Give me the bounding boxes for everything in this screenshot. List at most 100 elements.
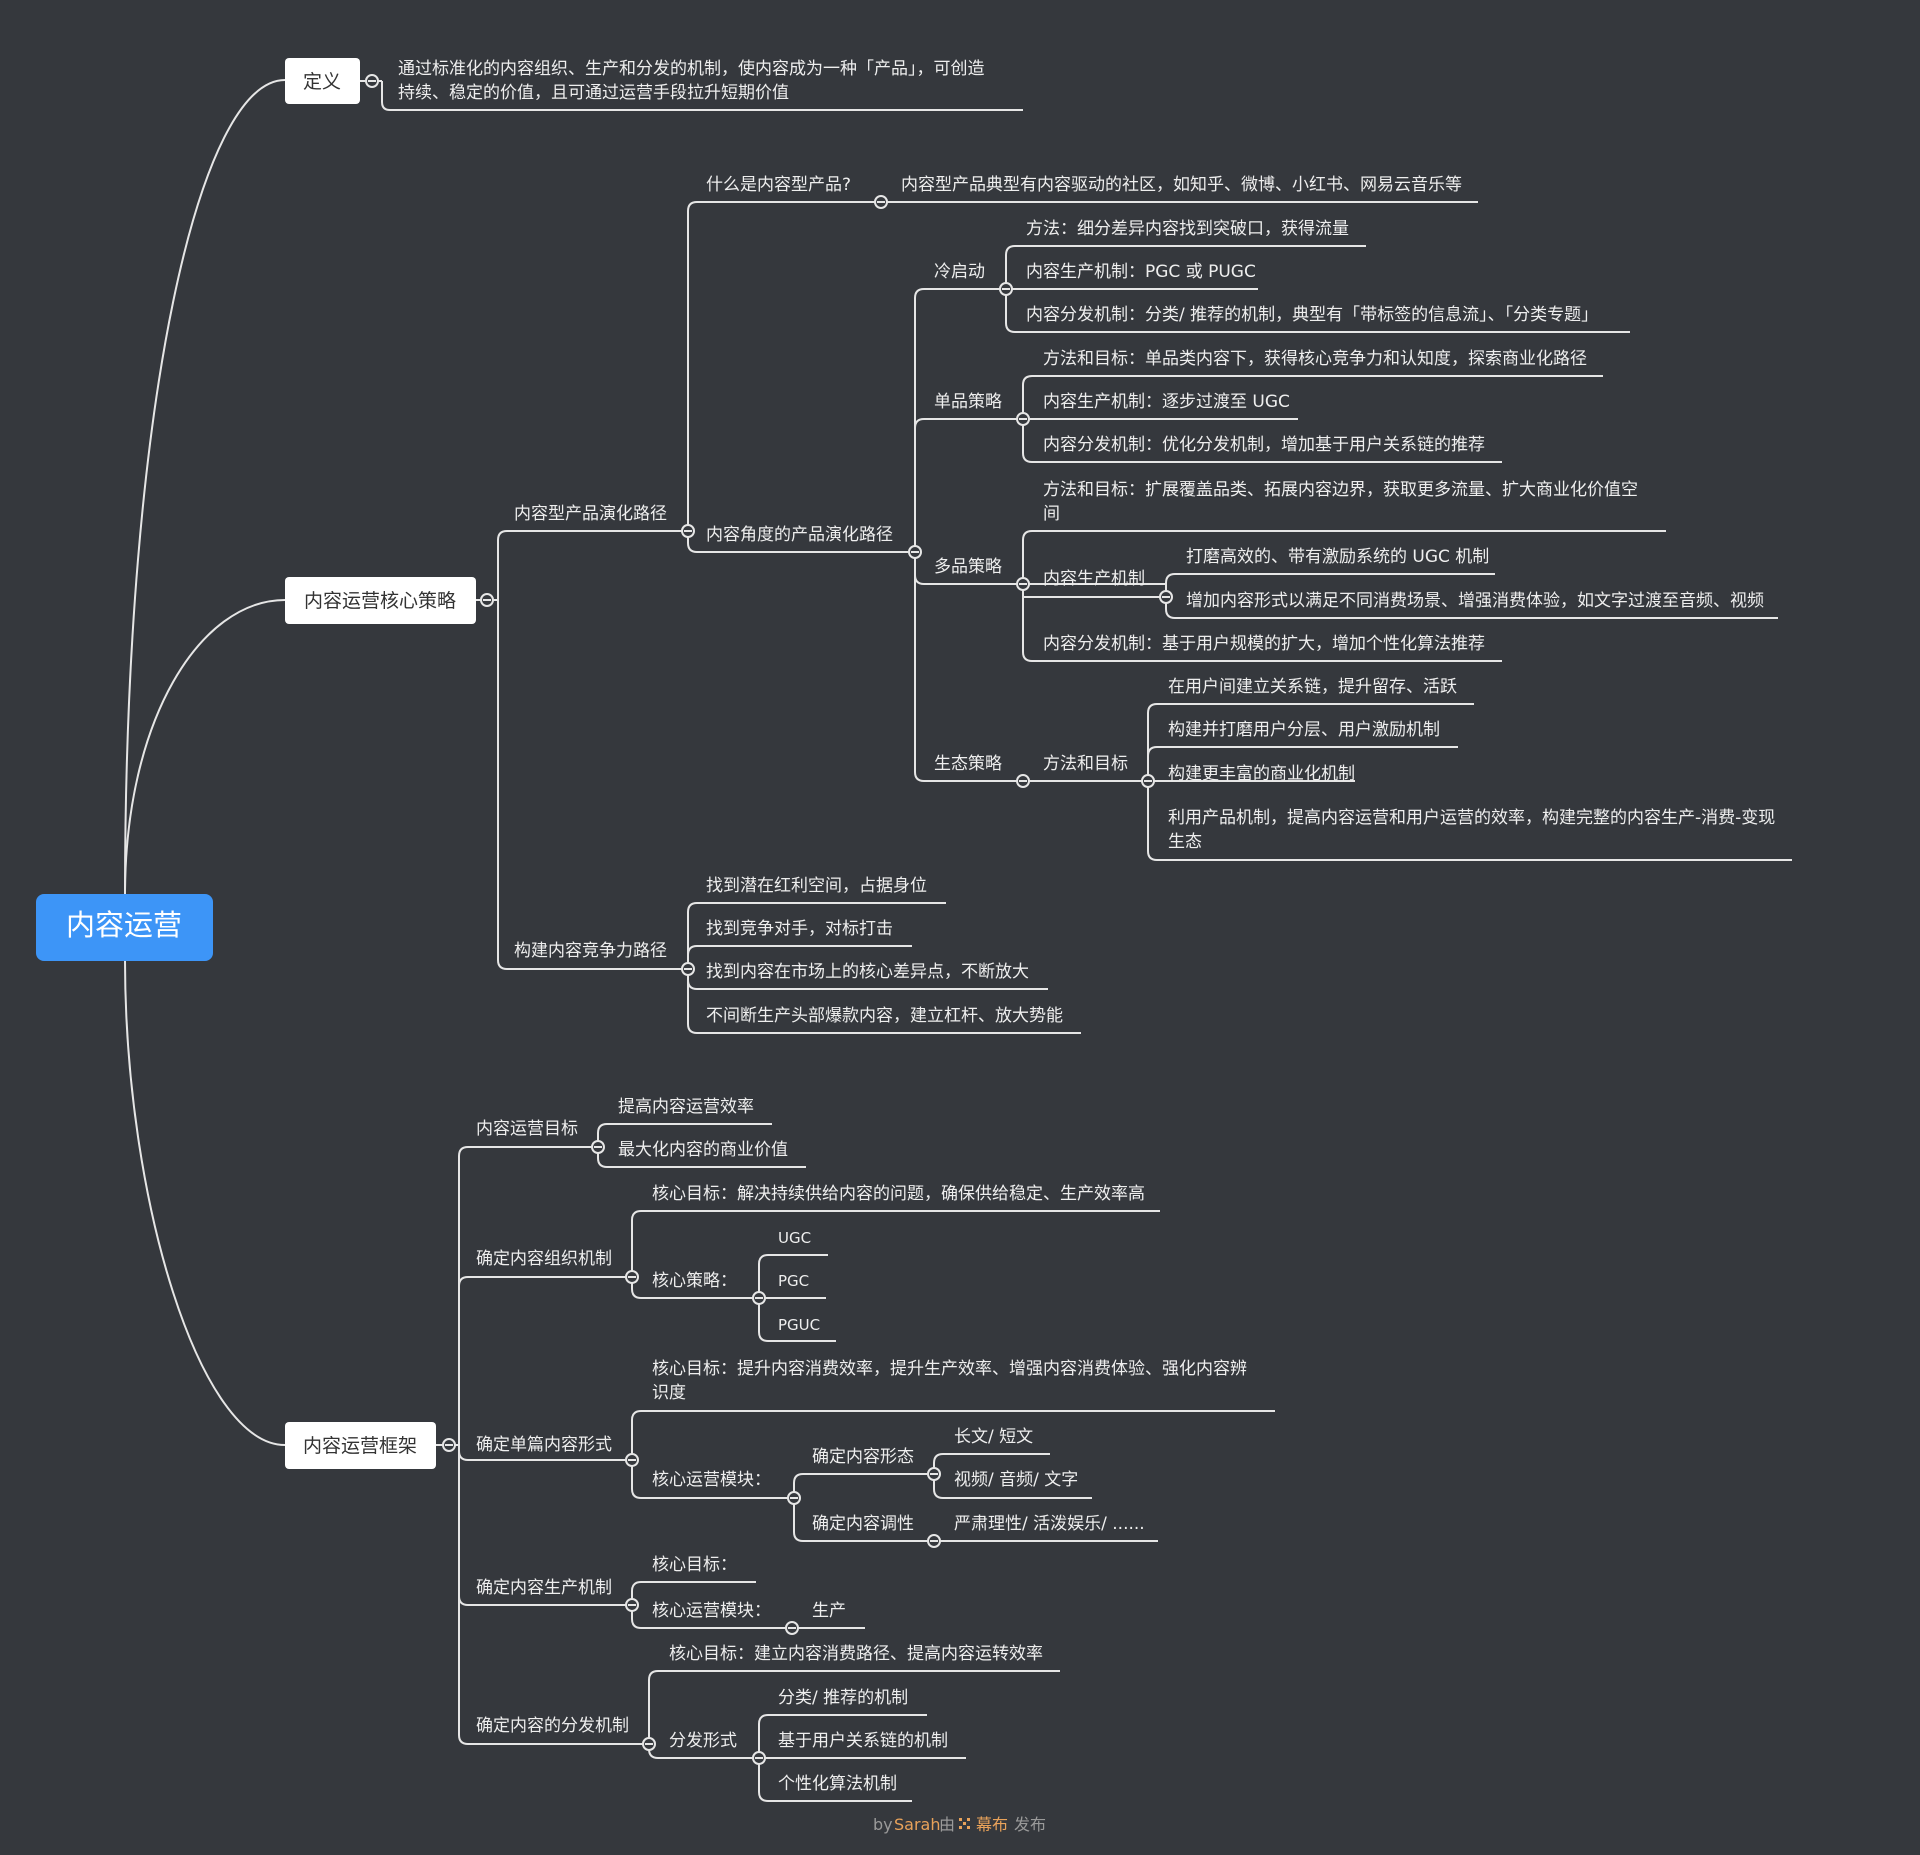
branch-single (1022, 375, 1603, 463)
goal-label: 内容运营目标 (476, 1119, 578, 1139)
compete-label: 构建内容竞争力路径 (514, 941, 667, 961)
footer-brand[interactable]: 幕布 (976, 1815, 1008, 1834)
multi-goal-line2: 间 (1043, 504, 1060, 524)
framework-node[interactable]: 内容运营框架 (285, 1422, 436, 1469)
production-module-item: 生产 (812, 1601, 846, 1621)
collapse-toggle[interactable] (927, 1467, 941, 1481)
distribution-item: 基于用户关系链的机制 (778, 1731, 948, 1751)
goal-item: 提高内容运营效率 (618, 1097, 754, 1117)
collapse-toggle[interactable] (874, 195, 888, 209)
collapse-toggle[interactable] (625, 1453, 639, 1467)
compete-item: 找到内容在市场上的核心差异点，不断放大 (706, 962, 1029, 982)
branch-org-types (758, 1254, 836, 1342)
single-label: 单品策略 (934, 392, 1002, 412)
multi-production-label: 内容生产机制 (1043, 569, 1145, 589)
collapse-toggle[interactable] (681, 962, 695, 976)
footer-action: 发布 (1014, 1815, 1046, 1834)
what-label: 什么是内容型产品? (706, 175, 851, 195)
collapse-toggle[interactable] (1016, 774, 1030, 788)
single-item: 方法和目标：单品类内容下，获得核心竞争力和认知度，探索商业化路径 (1043, 349, 1587, 369)
distribution-item: 分类/ 推荐的机制 (778, 1688, 908, 1708)
branch-production (631, 1581, 792, 1629)
eco-item-last-line2: 生态 (1168, 832, 1202, 852)
collapse-toggle[interactable] (752, 1291, 766, 1305)
collapse-toggle[interactable] (681, 524, 695, 538)
collapse-toggle[interactable] (1016, 412, 1030, 426)
collapse-toggle[interactable] (365, 74, 379, 88)
tone-item: 严肃理性/ 活泼娱乐/ ...... (954, 1514, 1145, 1534)
collapse-toggle[interactable] (442, 1438, 456, 1452)
eco-label: 生态策略 (934, 754, 1002, 774)
footer: by Sarah 由 幕布 发布 (873, 1815, 1046, 1834)
org-type: PGUC (778, 1316, 820, 1334)
branch-form (631, 1410, 1275, 1499)
multi-production-item: 增加内容形式以满足不同消费场景、增强消费体验，如文字过渡至音频、视频 (1186, 591, 1764, 611)
compete-item: 不间断生产头部爆款内容，建立杠杆、放大势能 (706, 1006, 1063, 1026)
angle-label: 内容角度的产品演化路径 (706, 525, 893, 545)
single-item: 内容生产机制：逐步过渡至 UGC (1043, 392, 1290, 412)
collapse-toggle[interactable] (480, 593, 494, 607)
form-core-goal-line2: 识度 (652, 1383, 686, 1403)
production-core-goal: 核心目标： (652, 1555, 737, 1575)
collapse-toggle[interactable] (1141, 774, 1155, 788)
eco-item: 构建更丰富的商业化机制 (1168, 764, 1355, 784)
footer-via: 由 (939, 1815, 955, 1834)
edge-root-definition (124, 79, 286, 896)
form-core-goal-line1: 核心目标：提升内容消费效率，提升生产效率、增强内容消费体验、强化内容辨 (652, 1359, 1247, 1379)
shape-label: 确定内容形态 (812, 1447, 914, 1467)
root-label: 内容运营 (66, 908, 182, 942)
collapse-toggle[interactable] (787, 1491, 801, 1505)
root-node[interactable]: 内容运营 (36, 894, 213, 961)
footer-author[interactable]: Sarah (894, 1815, 940, 1834)
multi-distribution: 内容分发机制：基于用户规模的扩大，增加个性化算法推荐 (1043, 634, 1485, 654)
branch-strategy (497, 530, 688, 970)
evolution-label: 内容型产品演化路径 (514, 504, 667, 524)
collapse-toggle[interactable] (785, 1621, 799, 1635)
shape-item: 视频/ 音频/ 文字 (954, 1470, 1078, 1490)
collapse-toggle[interactable] (642, 1737, 656, 1751)
branch-distribution-form (758, 1714, 966, 1802)
footer-by: by (873, 1815, 893, 1834)
distribution-item: 个性化算法机制 (778, 1774, 897, 1794)
branch-cold (1005, 245, 1630, 333)
definition-text-line2: 持续、稳定的价值，且可通过运营手段拉升短期价值 (398, 83, 789, 103)
strategy-node[interactable]: 内容运营核心策略 (285, 577, 476, 624)
collapse-toggle[interactable] (625, 1598, 639, 1612)
collapse-toggle[interactable] (752, 1751, 766, 1765)
org-label: 确定内容组织机制 (476, 1249, 612, 1269)
production-module: 核心运营模块： (652, 1601, 771, 1621)
branch-goal (597, 1123, 806, 1168)
framework-label: 内容运营框架 (303, 1435, 417, 1457)
cold-item: 内容生产机制：PGC 或 PUGC (1026, 262, 1256, 282)
branch-framework (458, 1146, 649, 1745)
collapse-toggle[interactable] (1159, 590, 1173, 604)
multi-production-item: 打磨高效的、带有激励系统的 UGC 机制 (1186, 547, 1489, 567)
branch-form-module (793, 1473, 934, 1542)
collapse-toggle[interactable] (908, 545, 922, 559)
production-label: 确定内容生产机制 (476, 1578, 612, 1598)
eco-item: 在用户间建立关系链，提升留存、活跃 (1168, 677, 1457, 697)
branch-compete (687, 902, 1081, 1034)
definition-node[interactable]: 定义 (285, 58, 360, 104)
distribution-core-goal: 核心目标：建立内容消费路径、提高内容运转效率 (669, 1644, 1043, 1664)
strategy-label: 内容运营核心策略 (304, 590, 456, 612)
eco-item: 构建并打磨用户分层、用户激励机制 (1168, 720, 1440, 740)
collapse-toggle[interactable] (999, 282, 1013, 296)
collapse-toggle[interactable] (625, 1270, 639, 1284)
org-type: PGC (778, 1272, 809, 1290)
org-core-strategy: 核心策略： (652, 1271, 737, 1291)
branch-shape (933, 1453, 1092, 1499)
collapse-toggle[interactable] (1016, 577, 1030, 591)
collapse-toggle[interactable] (927, 1534, 941, 1548)
multi-goal-line1: 方法和目标：扩展覆盖品类、拓展内容边界，获取更多流量、扩大商业化价值空 (1043, 480, 1638, 500)
collapse-toggle[interactable] (591, 1140, 605, 1154)
branch-multi (1022, 530, 1666, 662)
compete-item: 找到潜在红利空间，占据身位 (706, 876, 927, 896)
branch-evolution (687, 201, 915, 553)
form-label: 确定单篇内容形式 (476, 1435, 612, 1455)
single-item: 内容分发机制：优化分发机制，增加基于用户关系链的推荐 (1043, 435, 1485, 455)
tone-label: 确定内容调性 (812, 1514, 914, 1534)
definition-text-line1: 通过标准化的内容组织、生产和分发的机制，使内容成为一种「产品」，可创造 (398, 58, 985, 79)
form-module: 核心运营模块： (652, 1470, 771, 1490)
cold-item: 内容分发机制：分类/ 推荐的机制，典型有「带标签的信息流」、「分类专题」 (1026, 305, 1598, 325)
